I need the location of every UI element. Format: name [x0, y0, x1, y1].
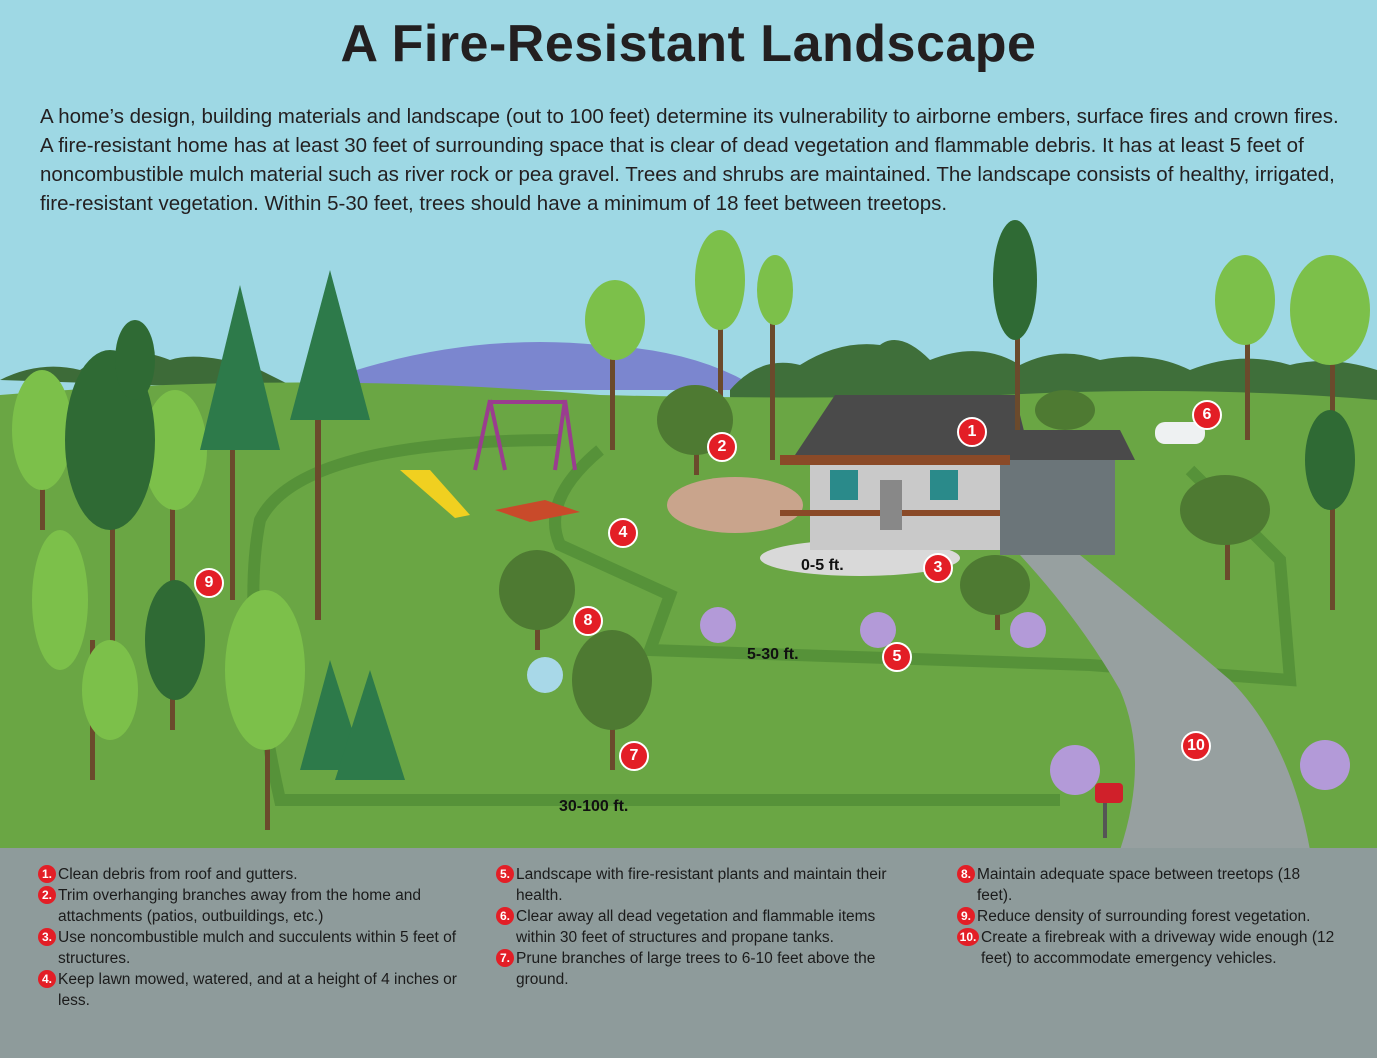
marker-5: 5 — [882, 642, 912, 672]
legend-item: 4.Keep lawn mowed, watered, and at a hei… — [38, 969, 468, 1011]
marker-4: 4 — [608, 518, 638, 548]
legend-text: Clear away all dead vegetation and flamm… — [516, 908, 876, 946]
legend-number: 4. — [38, 970, 56, 988]
zone-label-0-5: 0-5 ft. — [801, 557, 844, 574]
marker-1: 1 — [957, 417, 987, 447]
legend-item: 5.Landscape with fire-resistant plants a… — [496, 864, 916, 906]
marker-3: 3 — [923, 553, 953, 583]
legend-item: 6.Clear away all dead vegetation and fla… — [496, 906, 916, 948]
zone-label-5-30: 5-30 ft. — [747, 646, 799, 663]
zone-label-30-100: 30-100 ft. — [559, 798, 629, 815]
legend-text: Prune branches of large trees to 6-10 fe… — [516, 950, 876, 988]
legend-number: 1. — [38, 865, 56, 883]
legend-number: 8. — [957, 865, 975, 883]
marker-7: 7 — [619, 741, 649, 771]
legend-number: 6. — [496, 907, 514, 925]
marker-2: 2 — [707, 432, 737, 462]
house — [780, 395, 1135, 555]
trees — [12, 220, 1370, 830]
legend-item: 7.Prune branches of large trees to 6-10 … — [496, 948, 916, 990]
slide — [400, 470, 470, 518]
mountains — [300, 342, 760, 390]
legend-item: 2.Trim overhanging branches away from th… — [38, 885, 468, 927]
intro-paragraph: A home’s design, building materials and … — [40, 105, 1339, 215]
swing-set — [473, 399, 577, 471]
legend-text: Maintain adequate space between treetops… — [977, 866, 1301, 904]
legend-item: 10.Create a firebreak with a driveway wi… — [957, 927, 1337, 969]
legend-number: 9. — [957, 907, 975, 925]
marker-6: 6 — [1192, 400, 1222, 430]
patio — [667, 477, 803, 533]
legend: 1.Clean debris from roof and gutters. 2.… — [0, 848, 1377, 1058]
legend-item: 8.Maintain adequate space between treeto… — [957, 864, 1337, 906]
legend-number: 5. — [496, 865, 514, 883]
page-title: A Fire-Resistant Landscape — [340, 15, 1037, 73]
legend-item: 1.Clean debris from roof and gutters. — [38, 864, 468, 885]
legend-number: 2. — [38, 886, 56, 904]
legend-text: Use noncombustible mulch and succulents … — [58, 929, 457, 967]
treeline — [730, 340, 1377, 400]
propane-tank — [1155, 422, 1205, 444]
mailbox — [1095, 783, 1123, 803]
legend-item: 3.Use noncombustible mulch and succulent… — [38, 927, 468, 969]
sandbox — [495, 500, 580, 522]
marker-8: 8 — [573, 606, 603, 636]
legend-item: 9.Reduce density of surrounding forest v… — [957, 906, 1337, 927]
legend-number: 7. — [496, 949, 514, 967]
driveway — [1020, 555, 1310, 850]
legend-text: Trim overhanging branches away from the … — [58, 887, 422, 925]
marker-9: 9 — [194, 568, 224, 598]
landscape-illustration — [0, 220, 1377, 850]
legend-text: Landscape with fire-resistant plants and… — [516, 866, 887, 904]
legend-number: 10. — [957, 928, 979, 946]
legend-text: Create a firebreak with a driveway wide … — [981, 929, 1335, 967]
legend-text: Reduce density of surrounding forest veg… — [977, 908, 1311, 925]
marker-10: 10 — [1181, 731, 1211, 761]
legend-number: 3. — [38, 928, 56, 946]
legend-text: Clean debris from roof and gutters. — [58, 866, 298, 883]
legend-text: Keep lawn mowed, watered, and at a heigh… — [58, 971, 457, 1009]
